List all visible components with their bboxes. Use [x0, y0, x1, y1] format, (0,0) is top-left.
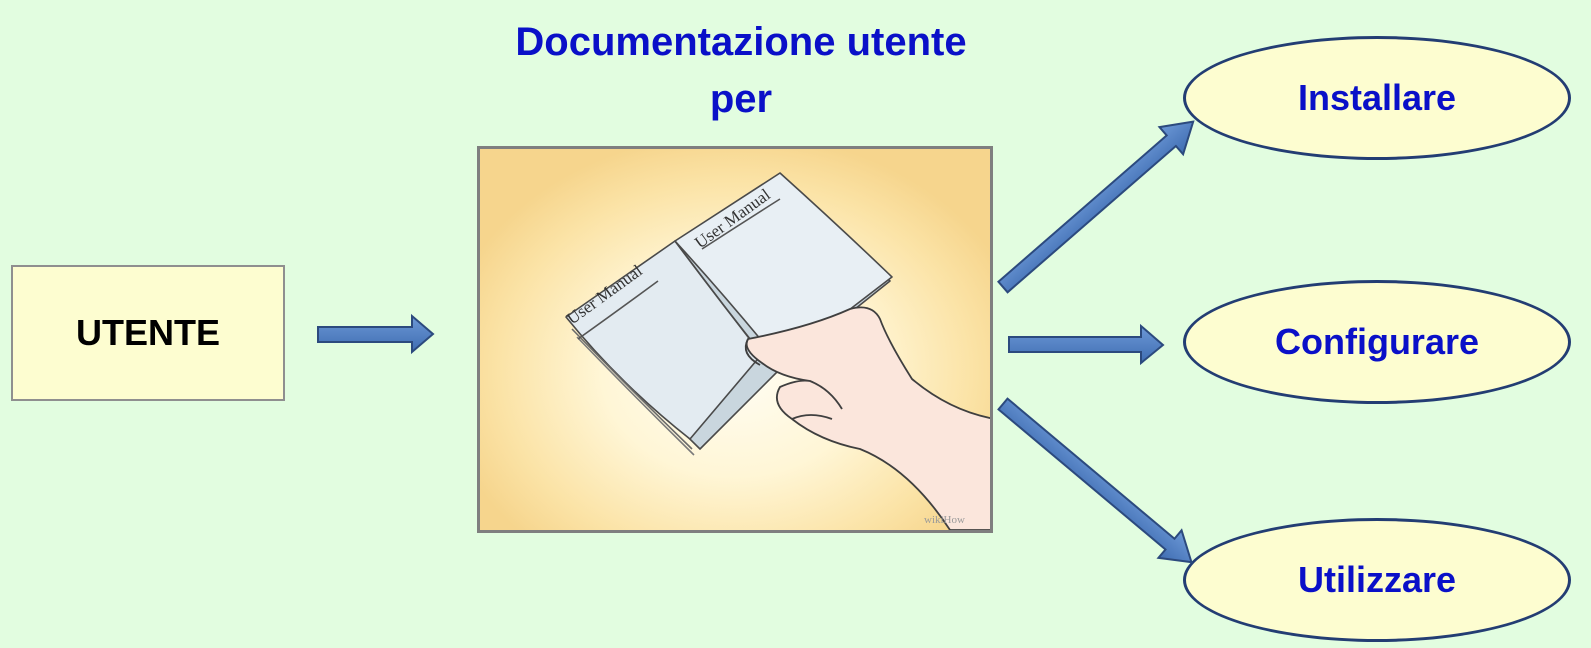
arrow-to-installare-icon	[996, 120, 1195, 294]
action-label: Configurare	[1274, 321, 1479, 362]
action-label: Utilizzare	[1297, 559, 1457, 600]
arrow-to-configurare-icon	[1008, 323, 1165, 366]
arrow-user-to-manual-icon	[317, 313, 435, 355]
diagram-title: Documentazione utente per	[445, 14, 1037, 128]
user-box-label: UTENTE	[76, 312, 220, 353]
title-line-1: Documentazione utente	[515, 20, 967, 64]
action-ellipse-configurare: Configurare	[1183, 280, 1571, 404]
manual-drawing: User Manual User Manual wikiHow	[563, 172, 990, 530]
watermark-text: wikiHow	[924, 514, 965, 526]
user-manual-illustration: User Manual User Manual wikiHow	[477, 146, 993, 533]
action-ellipse-utilizzare: Utilizzare	[1183, 518, 1571, 642]
action-label: Installare	[1297, 77, 1457, 118]
hand-icon	[744, 306, 990, 530]
title-line-2: per	[709, 77, 773, 121]
action-ellipse-installare: Installare	[1183, 36, 1571, 160]
user-box: UTENTE	[11, 265, 285, 401]
arrow-to-utilizzare-icon	[997, 397, 1193, 564]
